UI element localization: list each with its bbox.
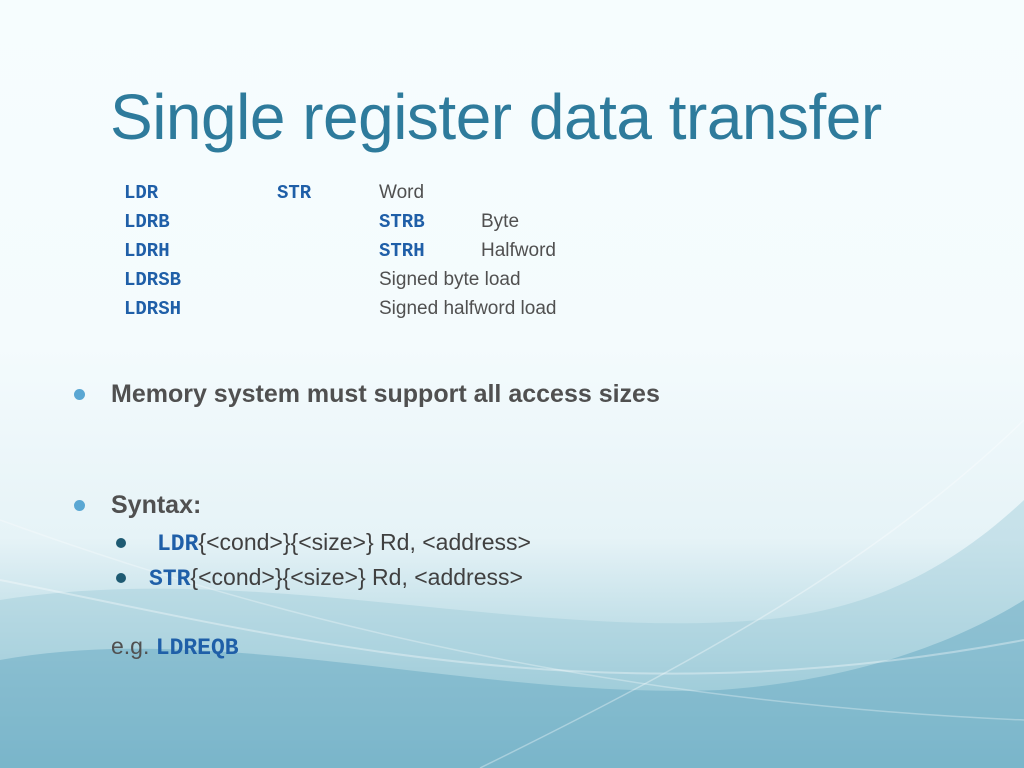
load-mnemonic: LDRSB xyxy=(124,269,182,291)
size-description: Signed byte load xyxy=(379,269,521,290)
example-prefix: e.g. xyxy=(111,633,150,659)
load-mnemonic: LDRH xyxy=(124,240,170,262)
bullet-text: Syntax: xyxy=(111,491,202,519)
ldr-mnemonic: LDR xyxy=(157,531,199,557)
example-mnemonic: LDREQB xyxy=(155,635,239,661)
size-description: Halfword xyxy=(481,240,556,261)
size-description: Byte xyxy=(481,211,520,232)
bullet-dot-icon xyxy=(74,389,85,400)
bullet-text: Memory system must support all access si… xyxy=(111,380,660,408)
str-syntax: {<cond>}{<size>} Rd, <address> xyxy=(190,564,523,590)
size-description: Word xyxy=(379,182,425,203)
load-mnemonic: LDRSH xyxy=(124,298,182,320)
store-mnemonic: STRB xyxy=(379,211,425,233)
store-mnemonic: STR xyxy=(277,182,312,204)
size-description: Signed halfword load xyxy=(379,298,557,319)
example-line: e.g. LDREQB xyxy=(111,633,239,661)
load-mnemonic: LDRB xyxy=(124,211,170,233)
ldr-syntax: {<cond>}{<size>} Rd, <address> xyxy=(198,529,531,555)
sub-bullet-dot-icon xyxy=(116,538,126,548)
sub-bullet-dot-icon xyxy=(116,573,126,583)
str-mnemonic: STR xyxy=(149,566,191,592)
load-mnemonic: LDR xyxy=(124,182,159,204)
slide-title: Single register data transfer xyxy=(110,81,882,153)
store-mnemonic: STRH xyxy=(379,240,425,262)
bullet-dot-icon xyxy=(74,500,85,511)
